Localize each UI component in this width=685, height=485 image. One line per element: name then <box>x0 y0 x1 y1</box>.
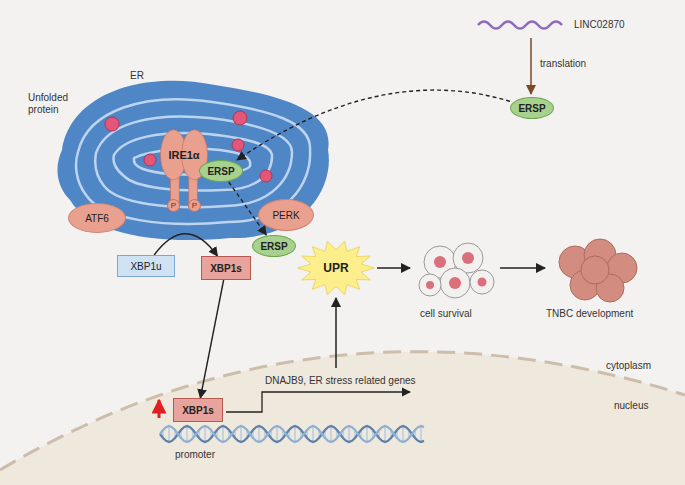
compartment-label: cytoplasm <box>606 360 651 372</box>
nuclear-envelope <box>0 352 685 470</box>
cell-cluster <box>419 243 494 298</box>
node-text: XBP1u <box>130 261 161 272</box>
er-membrane <box>57 81 328 240</box>
xbp1s-box: XBP1s <box>173 398 223 422</box>
node-text: XBP1s <box>210 263 242 274</box>
stage-label: TNBC development <box>546 308 633 320</box>
compartment-label: nucleus <box>614 400 648 412</box>
translation-arrow <box>530 38 532 94</box>
dna-label: promoter <box>175 449 215 461</box>
rna-label: LINC02870 <box>574 19 625 31</box>
process-label: translation <box>540 58 586 70</box>
phospho-site: P <box>167 199 180 212</box>
ersp-protein: ERSP <box>199 160 243 182</box>
gene-label: DNAJB9, ER stress related genes <box>265 375 416 387</box>
tumor-mass <box>559 239 637 302</box>
flow-arrow <box>335 298 337 368</box>
xbp1s-box: XBP1s <box>201 256 251 280</box>
connector-arrow <box>200 280 223 398</box>
connector-arrow <box>154 234 217 256</box>
node-text: XBP1s <box>182 405 214 416</box>
atf6-sensor: ATF6 <box>68 203 126 233</box>
upr-starburst: UPR <box>297 240 375 296</box>
dna-helix <box>160 426 424 442</box>
ersp-protein: ERSP <box>252 235 296 257</box>
phospho-site: P <box>188 199 201 212</box>
connector-arrow <box>237 90 510 160</box>
upregulation-arrow <box>158 400 161 418</box>
flow-arrow <box>377 267 410 269</box>
transcription-arrow <box>226 392 410 412</box>
flow-arrow <box>500 267 545 269</box>
perk-sensor: PERK <box>258 199 314 231</box>
node-text: ERSP <box>207 166 234 177</box>
node-text: ERSP <box>260 241 287 252</box>
rna-strand <box>478 22 562 29</box>
er-label: ER <box>130 70 144 82</box>
node-text: P <box>171 202 176 210</box>
node-text: P <box>192 202 197 210</box>
ersp-protein: ERSP <box>510 97 554 119</box>
unfolded-protein <box>105 111 272 182</box>
node-text: PERK <box>272 210 299 221</box>
unfolded-protein-label: Unfolded protein <box>28 92 80 116</box>
nucleus-region <box>0 352 685 485</box>
node-text: UPR <box>323 261 348 275</box>
xbp1u-box: XBP1u <box>117 255 175 277</box>
node-text: ERSP <box>518 103 545 114</box>
node-text: ATF6 <box>85 213 109 224</box>
stage-label: cell survival <box>420 308 472 320</box>
node-text: IRE1α <box>168 149 199 161</box>
